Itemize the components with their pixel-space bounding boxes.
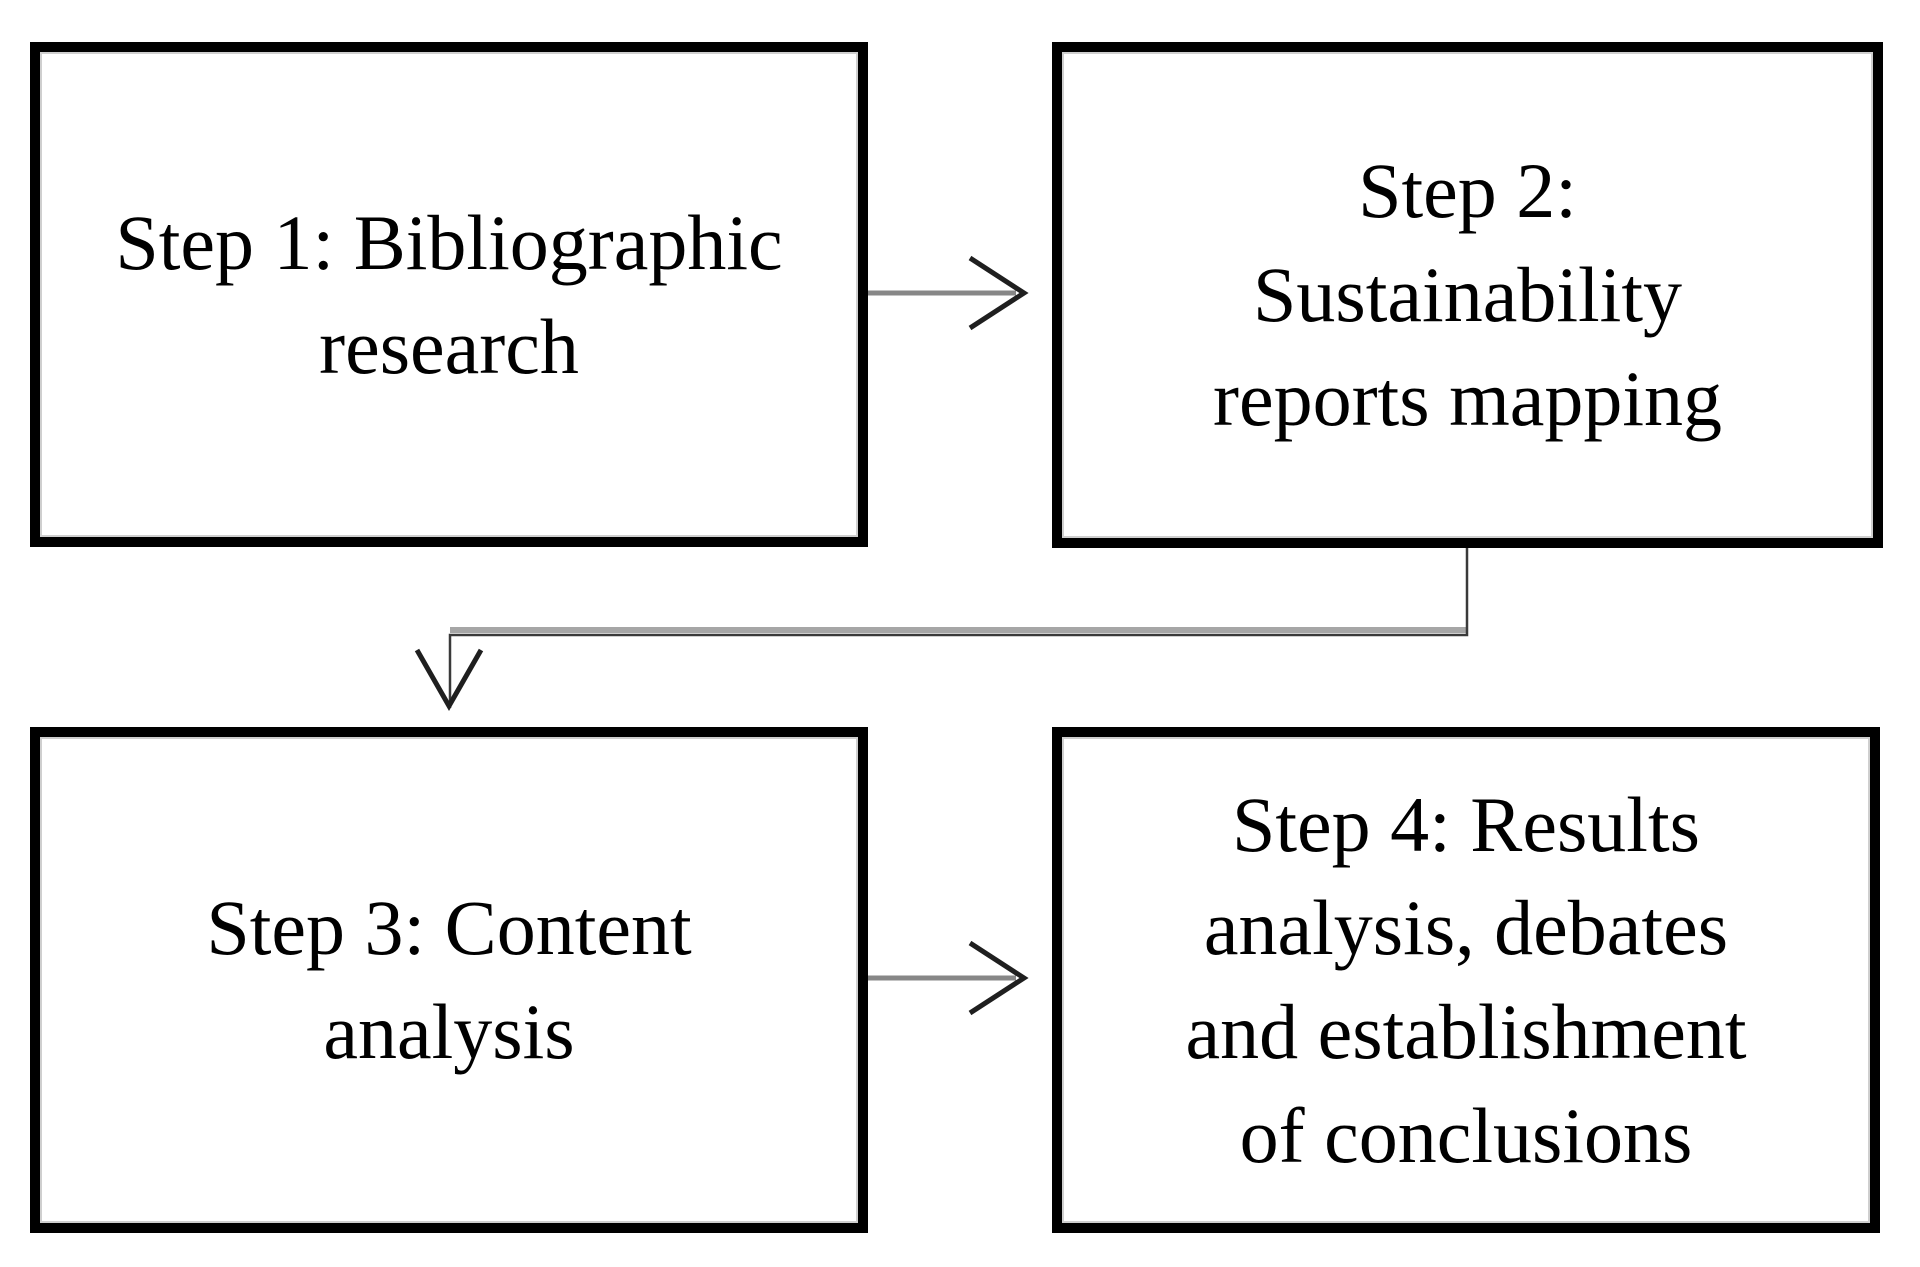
connector-step2-to-step3-line bbox=[448, 548, 1469, 708]
arrow-step1-to-step2 bbox=[868, 255, 1029, 331]
arrow-step3-to-step4-head-icon bbox=[968, 940, 1029, 1016]
step-1-box: Step 1: Bibliographic research bbox=[30, 42, 868, 547]
step-3-label: Step 3: Content analysis bbox=[206, 884, 692, 1075]
connector-step2-to-step3-head-icon bbox=[414, 648, 484, 712]
step-4-box: Step 4: Results analysis, debates and es… bbox=[1052, 727, 1880, 1233]
arrow-step3-to-step4 bbox=[868, 940, 1029, 1016]
step-2-label: Step 2: Sustainability reports mapping bbox=[1212, 147, 1723, 442]
arrow-step1-to-step2-head-icon bbox=[968, 255, 1029, 331]
step-4-label: Step 4: Results analysis, debates and es… bbox=[1185, 780, 1747, 1179]
step-2-box: Step 2: Sustainability reports mapping bbox=[1052, 42, 1883, 548]
connector-step2-to-step3 bbox=[414, 548, 1469, 712]
step-1-label: Step 1: Bibliographic research bbox=[115, 198, 783, 390]
step-3-box: Step 3: Content analysis bbox=[30, 727, 868, 1233]
